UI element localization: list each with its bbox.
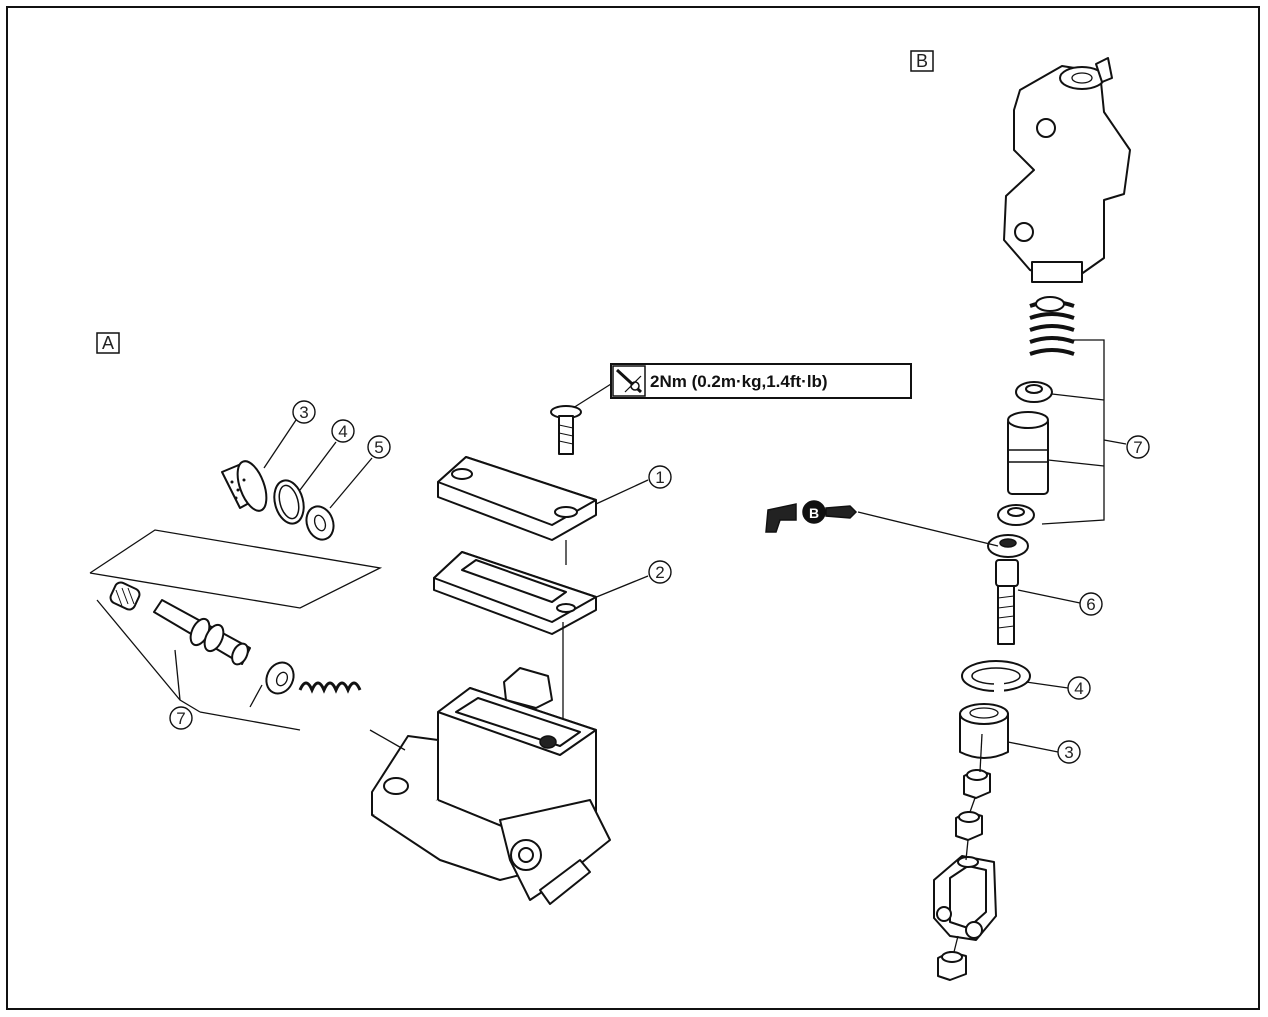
callout-b-4: 4 — [1025, 676, 1091, 700]
callout-a-1: 1 — [595, 465, 672, 505]
torque-spec-box: 2Nm (0.2m·kg,1.4ft·lb) — [610, 363, 912, 399]
circlip-a — [273, 479, 305, 525]
callout-a-7: 7 — [169, 706, 193, 730]
svg-text:5: 5 — [374, 438, 383, 457]
svg-text:7: 7 — [1133, 438, 1142, 457]
callout-a-4: 4 — [299, 419, 355, 491]
nut-b-1 — [963, 769, 991, 799]
svg-text:6: 6 — [1086, 595, 1095, 614]
piston-kit-a — [109, 581, 362, 695]
svg-text:4: 4 — [338, 422, 347, 441]
svg-text:7: 7 — [176, 709, 185, 728]
boot-b — [959, 703, 1009, 759]
reservoir-cover — [437, 456, 597, 541]
callout-a-5: 5 — [329, 435, 391, 509]
cup-b-1 — [1015, 381, 1053, 403]
cup-b-2 — [997, 504, 1035, 526]
svg-text:2: 2 — [655, 563, 664, 582]
nut-b-2 — [955, 811, 983, 841]
svg-text:3: 3 — [1064, 743, 1073, 762]
callout-a-3: 3 — [263, 400, 316, 469]
washer-a — [305, 505, 335, 541]
master-cylinder-body — [371, 667, 611, 905]
svg-text:1: 1 — [655, 468, 664, 487]
grease-symbol-text: B — [809, 505, 819, 521]
callout-b-7: 7 — [1126, 435, 1150, 459]
spring-b — [1029, 296, 1075, 356]
torque-spec-text: 2Nm (0.2m·kg,1.4ft·lb) — [650, 372, 828, 391]
pushrod-b — [987, 534, 1029, 645]
callout-a-2: 2 — [593, 560, 672, 599]
master-cylinder-b — [1003, 57, 1131, 283]
nut-b-3 — [937, 951, 967, 981]
circlip-b — [961, 660, 1031, 694]
reservoir-diaphragm — [433, 551, 597, 635]
piston-b — [1007, 411, 1049, 495]
grease-gun-icon: B — [765, 500, 858, 533]
svg-text:4: 4 — [1074, 679, 1083, 698]
section-label-b: B — [910, 50, 934, 72]
clevis-b — [933, 855, 997, 941]
svg-text:A: A — [102, 333, 114, 353]
svg-text:3: 3 — [299, 403, 308, 422]
callout-b-3: 3 — [1007, 740, 1081, 764]
cover-screw — [550, 405, 582, 455]
torque-wrench-icon — [612, 365, 646, 397]
svg-text:B: B — [916, 51, 928, 71]
bush-a — [221, 460, 268, 512]
callout-b-6: 6 — [1017, 589, 1103, 616]
section-label-a: A — [96, 332, 120, 354]
